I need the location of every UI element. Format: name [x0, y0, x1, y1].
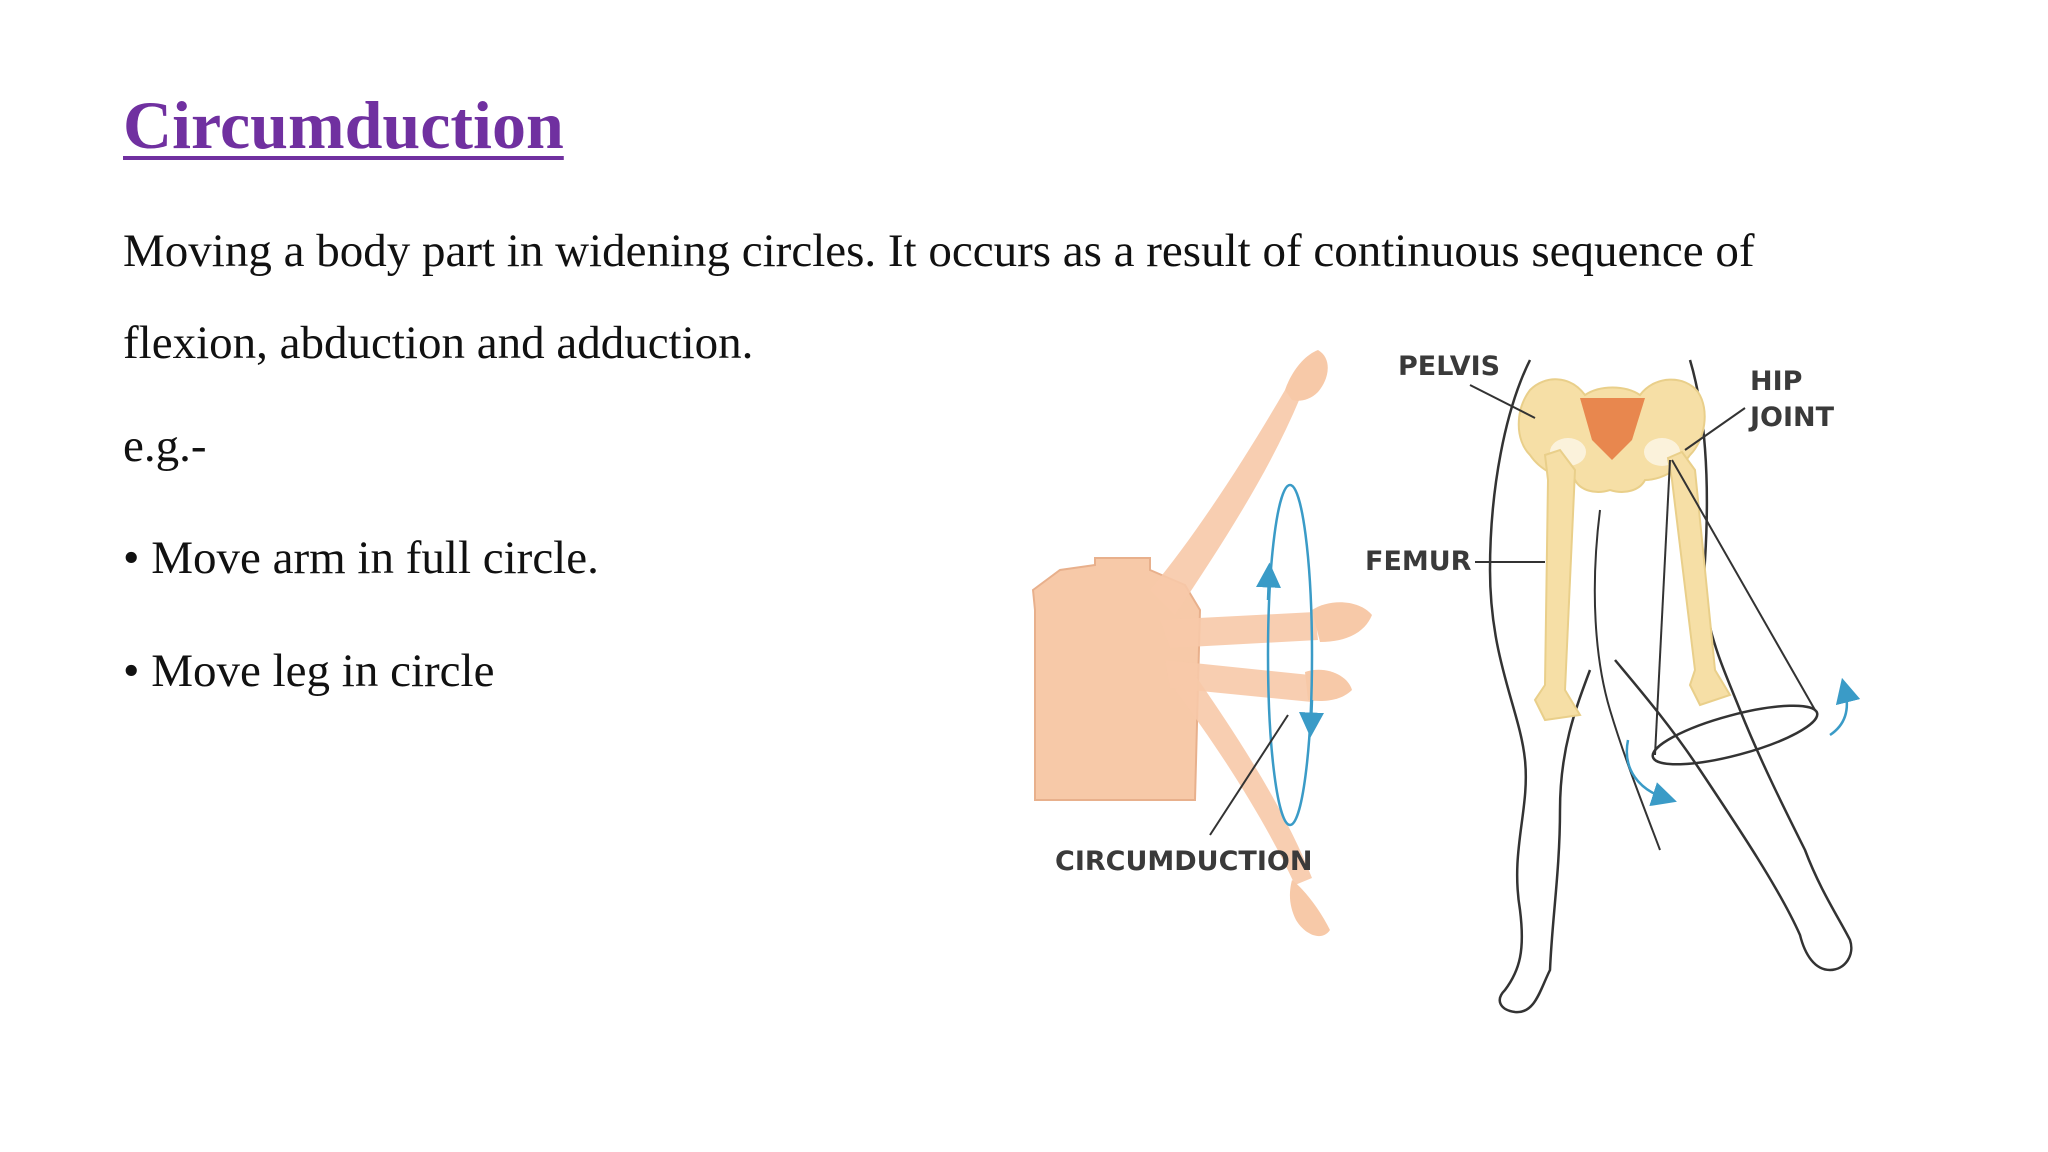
- hand-diagonal: [1305, 669, 1352, 701]
- left-leg-outline: [1488, 359, 1592, 1014]
- label-pelvis: PELVIS: [1398, 351, 1500, 382]
- list-item: • Move leg in circle: [123, 645, 495, 697]
- label-femur: FEMUR: [1365, 546, 1472, 577]
- cone-line-right: [1671, 459, 1816, 711]
- femur-right: [1666, 450, 1732, 707]
- list-item: • Move arm in full circle.: [123, 532, 599, 584]
- cone-line-left: [1654, 459, 1671, 756]
- inner-leg-outline: [1593, 509, 1661, 851]
- label-hip-line1: HIP: [1750, 366, 1802, 397]
- arm-illustration: CIRCUMDUCTION: [1031, 350, 1372, 937]
- rotation-arrow-left: [1625, 739, 1677, 807]
- example-label: e.g.-: [123, 420, 207, 472]
- hand-hanging: [1289, 880, 1330, 937]
- circumduction-illustration: CIRCUMDUCTION PELVIS: [1031, 350, 1861, 1014]
- arrow-down: [1299, 699, 1324, 738]
- hip-joint-leader: [1684, 407, 1746, 451]
- label-hip-line2: JOINT: [1748, 402, 1835, 433]
- definition-text: Moving a body part in widening circles. …: [123, 225, 1755, 369]
- slide-title: Circumduction: [123, 87, 564, 163]
- arrow-up: [1256, 562, 1281, 601]
- example-list: • Move arm in full circle. • Move leg in…: [123, 528, 599, 754]
- arm-diagonal: [1165, 660, 1312, 702]
- rotation-arrow-right: [1829, 677, 1861, 737]
- arm-raised: [1150, 390, 1300, 615]
- pelvis-leader: [1469, 384, 1536, 419]
- sacrum: [1580, 398, 1645, 460]
- circumduction-leader: [1209, 714, 1289, 836]
- femur-left: [1533, 448, 1582, 722]
- hand-horizontal: [1312, 602, 1372, 642]
- label-circumduction: CIRCUMDUCTION: [1055, 846, 1312, 877]
- arm-hanging: [1175, 675, 1312, 885]
- cone-base: [1651, 704, 1819, 766]
- hand-raised: [1285, 350, 1328, 401]
- legs-illustration: PELVIS HIP JOINT FEMUR: [1365, 351, 1861, 1014]
- circumduction-path: [1266, 483, 1314, 827]
- arm-horizontal: [1160, 612, 1318, 648]
